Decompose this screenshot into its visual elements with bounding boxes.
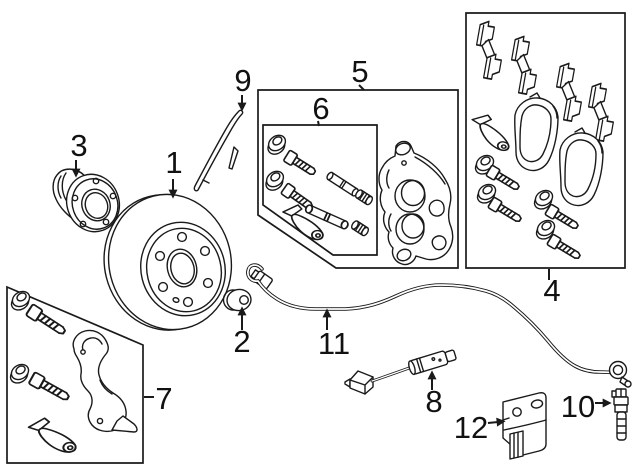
callout-9: 9 bbox=[234, 63, 252, 112]
callout-2-number: 2 bbox=[233, 324, 250, 359]
callout-8: 8 bbox=[425, 370, 443, 419]
brake-pad-wear-sensor bbox=[344, 349, 457, 395]
callout-5-number: 5 bbox=[351, 54, 368, 89]
caliper-mount-bracket bbox=[72, 329, 138, 433]
callout-10-number: 10 bbox=[561, 389, 595, 424]
sensor-body bbox=[408, 349, 457, 376]
callout-11: 11 bbox=[318, 308, 350, 361]
callout-6-number: 6 bbox=[312, 91, 329, 126]
callout-4: 4 bbox=[543, 269, 561, 308]
callout-12: 12 bbox=[454, 410, 506, 445]
callout-1-number: 1 bbox=[165, 145, 182, 180]
caliper-bracket-kit-box bbox=[5, 285, 144, 464]
hose-guide-spring bbox=[193, 109, 244, 192]
hose-clamp-end bbox=[608, 360, 632, 388]
callout-5-tick bbox=[358, 84, 365, 91]
sealing-grommet bbox=[222, 288, 252, 312]
callout-6-tick bbox=[317, 120, 320, 127]
callout-6: 6 bbox=[312, 91, 330, 127]
callout-9-number: 9 bbox=[234, 63, 251, 98]
caliper-kit-box bbox=[257, 89, 459, 269]
callout-8-number: 8 bbox=[425, 384, 442, 419]
callout-1: 1 bbox=[165, 145, 183, 199]
callout-3: 3 bbox=[70, 128, 88, 178]
callout-10: 10 bbox=[561, 389, 612, 424]
callout-2: 2 bbox=[233, 306, 251, 359]
callout-12-arrow bbox=[487, 417, 506, 427]
wheel-hub bbox=[52, 168, 121, 233]
callout-12-number: 12 bbox=[454, 410, 488, 445]
sensor-end-fitting bbox=[611, 388, 629, 441]
callout-5: 5 bbox=[351, 54, 369, 91]
brake-rotor bbox=[103, 193, 233, 331]
callout-11-number: 11 bbox=[318, 326, 350, 361]
mounting-bracket bbox=[502, 392, 547, 460]
callout-7-number: 7 bbox=[155, 381, 172, 416]
callout-4-number: 4 bbox=[543, 273, 560, 308]
brake-hose bbox=[246, 263, 632, 388]
pad-hardware-kit-box bbox=[465, 12, 626, 269]
callout-3-number: 3 bbox=[70, 128, 87, 163]
brake-caliper bbox=[378, 140, 454, 266]
callout-7: 7 bbox=[144, 381, 173, 416]
